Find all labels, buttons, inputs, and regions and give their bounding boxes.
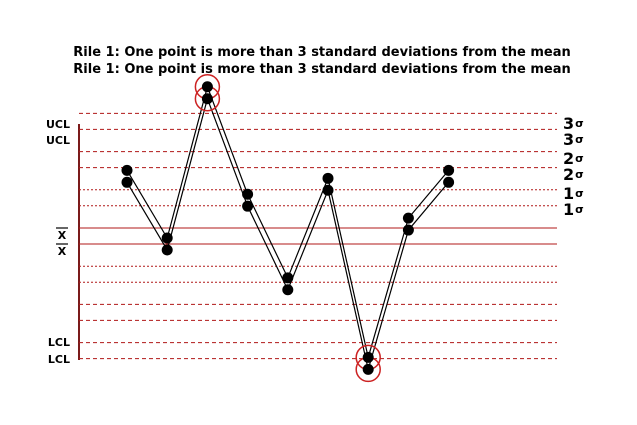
- series-layer: [121, 74, 455, 383]
- data-point-s1-4: [242, 188, 254, 200]
- data-point-s1-3: [201, 81, 213, 93]
- data-point-s0-5: [282, 284, 294, 296]
- data-point-s0-2: [161, 244, 173, 256]
- ucl-label: UCL: [46, 118, 70, 131]
- data-point-s0-9: [443, 176, 455, 188]
- data-point-s1-9: [443, 164, 455, 176]
- data-point-s0-7: [362, 363, 374, 375]
- data-point-s1-5: [282, 272, 294, 284]
- lcl-label-repeat: LCL: [48, 353, 70, 366]
- chart-title: Rile 1: One point is more than 3 standar…: [73, 45, 570, 60]
- chart-title-repeat: Rile 1: One point is more than 3 standar…: [73, 62, 570, 77]
- data-point-s1-2: [161, 232, 173, 244]
- sigma-label-2-repeat: 2σ: [563, 165, 584, 184]
- data-point-s0-3: [201, 93, 213, 105]
- sigma-label-3-repeat: 3σ: [563, 130, 584, 149]
- data-point-s1-6: [322, 172, 334, 184]
- reference-lines: [79, 112, 557, 360]
- sigma-labels: 3σ 3σ 2σ 2σ 1σ 1σ: [563, 114, 584, 219]
- lcl-label: LCL: [48, 336, 70, 349]
- sigma-label-2: 2σ: [563, 149, 584, 168]
- mean-label: X: [58, 229, 67, 242]
- data-point-s0-4: [242, 200, 254, 212]
- data-point-s1-7: [362, 351, 374, 363]
- series-line-0: [126, 96, 450, 370]
- sigma-label-1-repeat: 1σ: [563, 200, 584, 219]
- data-point-s0-1: [121, 176, 133, 188]
- data-point-s1-1: [121, 164, 133, 176]
- ucl-label-repeat: UCL: [46, 134, 70, 147]
- sigma-label-3: 3σ: [563, 114, 584, 133]
- sigma-label-1: 1σ: [563, 184, 584, 203]
- data-point-s0-8: [402, 224, 414, 236]
- data-point-s0-6: [322, 184, 334, 196]
- mean-label-repeat: X: [58, 245, 67, 258]
- data-point-s1-8: [402, 212, 414, 224]
- series-line-1: [126, 84, 450, 358]
